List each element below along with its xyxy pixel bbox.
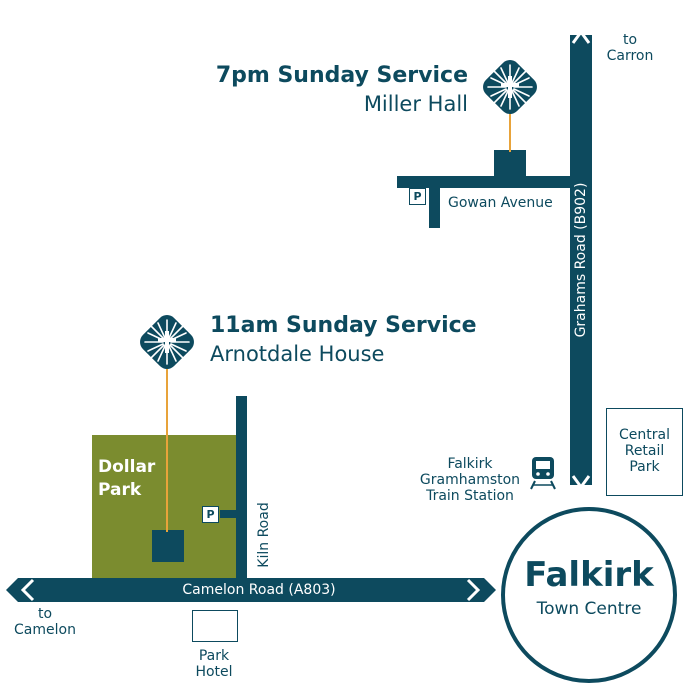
to-carron-label: to Carron (606, 32, 654, 65)
morning-service-venue: Arnotdale House (210, 342, 385, 366)
central-retail-park-label: Central Retail Park (619, 427, 670, 476)
parking-icon: P (409, 188, 426, 205)
gowan-avenue-road (397, 176, 572, 188)
chevron-arrow-icon (571, 29, 591, 44)
morning-service-title: 11am Sunday Service (210, 313, 477, 338)
cross-emblem-icon (135, 310, 199, 374)
parking-icon: P (202, 506, 219, 523)
evening-service-venue: Miller Hall (363, 92, 468, 116)
miller-hall-building (494, 150, 526, 178)
camelon-road-end-right (484, 578, 496, 602)
town-name: Falkirk (524, 555, 654, 595)
evening-service-title: 7pm Sunday Service (215, 63, 468, 88)
gowan-avenue-spur (429, 186, 440, 228)
park-hotel-building (192, 610, 238, 642)
cross-emblem-icon (478, 55, 542, 119)
gowan-avenue-label: Gowan Avenue (448, 195, 553, 211)
park-hotel-label: Park Hotel (195, 648, 233, 681)
central-retail-park-building (606, 408, 683, 496)
to-camelon-label: to Camelon (14, 606, 76, 639)
train-station-label: Falkirk Gramhamston Train Station (419, 456, 521, 505)
kiln-road-spur (220, 510, 238, 518)
kiln-road (236, 396, 247, 580)
dollar-park-label: Dollar Park (98, 457, 156, 500)
train-icon (530, 457, 556, 490)
town-subtitle: Town Centre (536, 599, 642, 619)
arnotdale-house-building (152, 530, 184, 562)
chevron-arrow-icon (20, 578, 35, 602)
kiln-road-label: Kiln Road (255, 502, 272, 568)
chevron-arrow-icon (466, 578, 481, 602)
town-centre-circle (501, 507, 677, 683)
camelon-road-end-left (6, 578, 18, 602)
grahams-road (570, 35, 592, 485)
camelon-road-label: Camelon Road (A803) (182, 581, 336, 598)
grahams-road-label: Grahams Road (B902) (572, 182, 589, 338)
chevron-arrow-icon (571, 475, 591, 490)
camelon-road (18, 578, 484, 602)
